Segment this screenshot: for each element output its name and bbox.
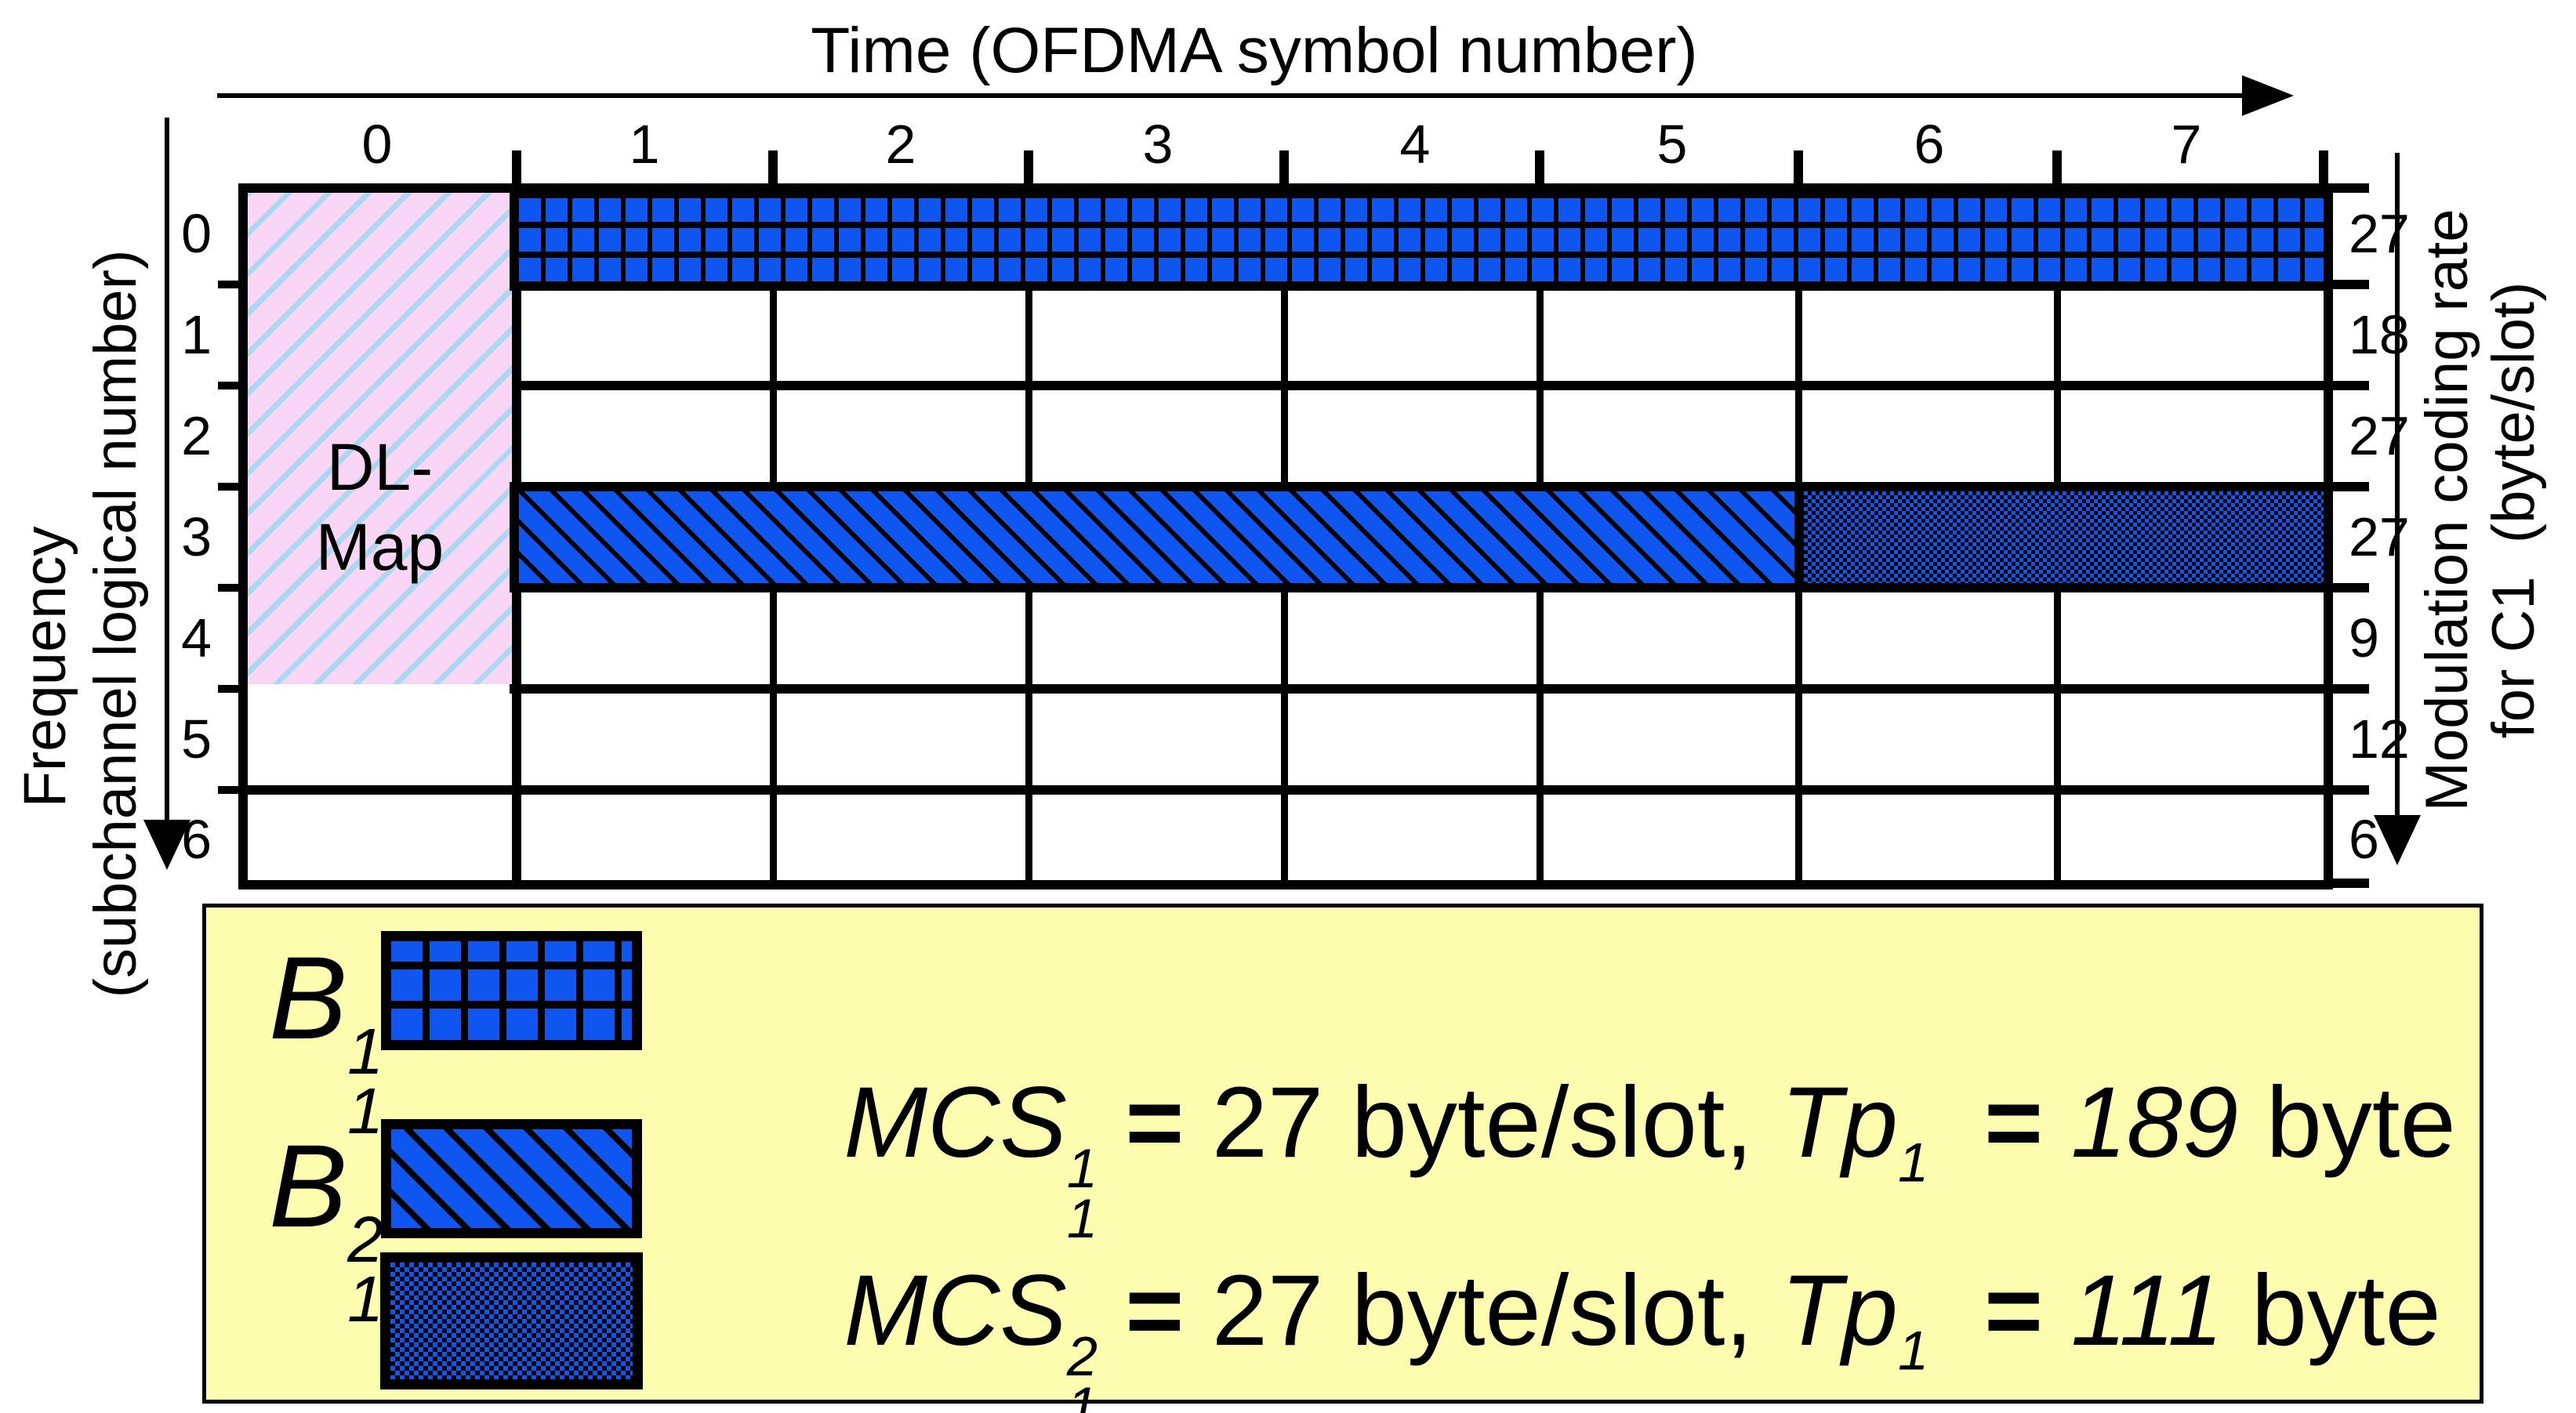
left-tick: [218, 382, 238, 389]
top-tick: [512, 150, 521, 185]
right-tick: [2333, 785, 2369, 795]
col-label-4: 4: [1399, 114, 1431, 175]
time-axis-arrow-head: [2242, 75, 2294, 116]
top-tick: [1024, 150, 1033, 185]
top-tick: [768, 150, 778, 185]
row-label-5: 5: [181, 708, 212, 770]
rate-axis-arrow-line: [2395, 153, 2400, 819]
right-tick: [2333, 879, 2369, 888]
time-axis-title: Time (OFDMA symbol number): [811, 15, 1698, 86]
right-tick: [2333, 482, 2369, 491]
top-tick: [2052, 150, 2062, 185]
rate-label-4: 9: [2349, 607, 2379, 668]
rate-axis-label-line1: Modulation coding rate: [2414, 208, 2480, 812]
col-label-1: 1: [629, 114, 660, 175]
grid-hline: [238, 785, 2333, 795]
top-tick: [1535, 150, 1544, 185]
left-tick: [218, 786, 238, 794]
rate-axis-label-line2: for C1 (byte/slot): [2480, 281, 2547, 739]
col-label-2: 2: [885, 114, 916, 175]
freq-axis-arrow-head: [143, 820, 190, 870]
top-tick: [1794, 150, 1803, 185]
right-tick: [2333, 381, 2369, 390]
left-tick: [218, 281, 238, 288]
col-label-6: 6: [1914, 114, 1945, 175]
grid-hline: [510, 684, 2333, 694]
right-tick: [2333, 280, 2369, 289]
freq-axis-label-line2: (subchannel logical number): [82, 249, 149, 998]
top-tick: [1279, 150, 1289, 185]
col-label-0: 0: [361, 114, 393, 175]
freq-axis-arrow-line: [165, 118, 169, 823]
rate-axis-arrow-head: [2374, 815, 2421, 865]
col-label-5: 5: [1656, 114, 1688, 175]
left-tick: [218, 483, 238, 491]
row-label-4: 4: [181, 607, 212, 668]
time-axis-arrow-line: [217, 93, 2244, 98]
burst-b11-region: [510, 183, 2333, 291]
dl-map-label: DL- Map: [315, 430, 444, 584]
row-label-2: 2: [181, 405, 212, 466]
burst-b12-region: [510, 482, 1804, 592]
dl-map-region: [248, 193, 512, 684]
left-tick: [218, 685, 238, 693]
row-label-1: 1: [181, 304, 212, 365]
freq-axis-label-line1: Frequency: [12, 526, 78, 808]
col-label-7: 7: [2171, 114, 2202, 175]
right-tick: [2333, 684, 2369, 694]
right-tick: [2333, 583, 2369, 592]
legend-row3-text: Unused Slots for Ci: [686, 1256, 1707, 1413]
right-tick: [2333, 183, 2369, 193]
left-tick: [218, 584, 238, 592]
legend-swatch-crosshatch: [381, 931, 642, 1050]
row-label-3: 3: [181, 506, 212, 567]
grid-frame: [238, 183, 2333, 889]
legend-swatch-diagonal: [381, 1119, 642, 1238]
top-tick: [2319, 150, 2328, 185]
row-label-0: 0: [181, 203, 212, 264]
grid-hline: [510, 381, 2333, 390]
col-label-3: 3: [1142, 114, 1174, 175]
legend-swatch-dotted: [380, 1252, 643, 1389]
